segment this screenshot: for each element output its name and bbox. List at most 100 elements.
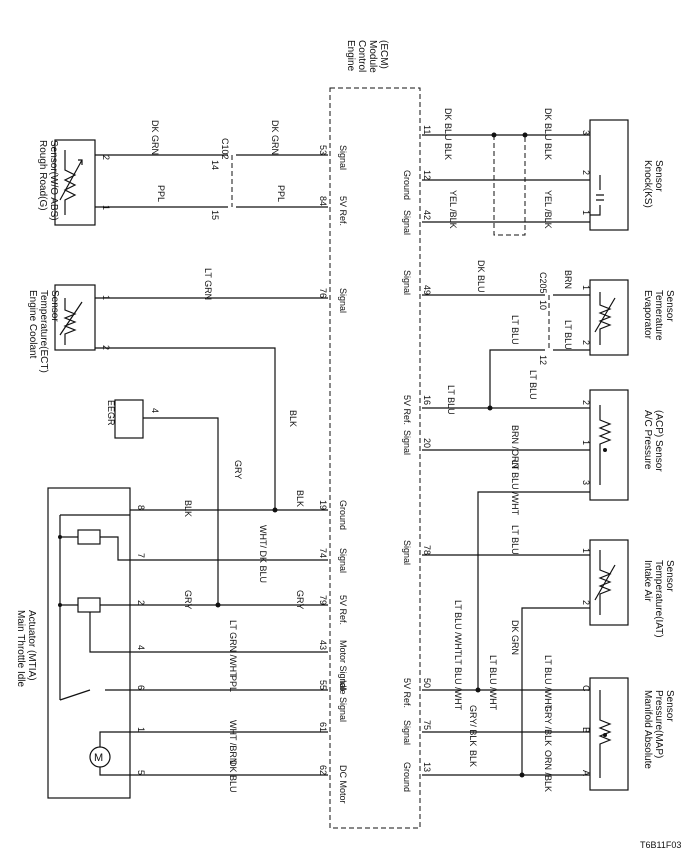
svg-text:61: 61 — [318, 722, 328, 732]
c102-pin-14: 14 — [210, 160, 220, 170]
svg-text:Signal: Signal — [402, 720, 412, 745]
wire-label-blk-8: BLK — [183, 500, 193, 517]
mtia-label-1: Main Throttle Idle — [15, 610, 26, 688]
mtia-pin-4: 4 — [136, 645, 146, 650]
wire-label-ltbluwht-4: LT BLU /WHT — [488, 655, 498, 711]
wire-label-blk-map: BLK — [468, 750, 478, 767]
map-label-3: Sensor — [664, 690, 675, 722]
svg-text:53: 53 — [318, 145, 328, 155]
svg-text:Signal: Signal — [338, 145, 348, 170]
wire-label-blk-2: BLK — [295, 490, 305, 507]
evap-label-2: Temerature — [653, 290, 664, 341]
ect-label-1: Engine Coolant — [27, 290, 38, 359]
wire-label-whtdkblu: WHT/ DK BLU — [258, 525, 268, 583]
iat-pin-1: 1 — [581, 548, 591, 553]
acp-pin-1: 1 — [581, 440, 591, 445]
rough-road-pin-2: 2 — [101, 155, 111, 160]
wire-label-grybk-2: GRY /BLK — [543, 705, 553, 746]
ecm-right-terminals: 11 12 Ground 42 Signal 49 Signal 16 5V R… — [402, 125, 432, 792]
wire-label-ornblk: ORN /BLK — [543, 750, 553, 792]
wire-label-ltblu-2: LT BLU — [563, 320, 573, 350]
acp-label-1: A/C Pressure — [642, 410, 653, 470]
knock-sensor: Knock(KS) Sensor 3 2 1 — [581, 119, 664, 231]
acp-label-2: (ACP) Sensor — [653, 410, 664, 472]
svg-text:12: 12 — [422, 170, 432, 180]
svg-text:11: 11 — [422, 125, 432, 134]
svg-text:(ECM): (ECM) — [378, 40, 389, 69]
ecm-label: Engine Control Module (ECM) — [345, 40, 389, 73]
wire-ltbluwht-acp — [477, 491, 590, 690]
svg-text:5V Ref.: 5V Ref. — [338, 196, 348, 226]
wire-label-dkgrn-iat: DK GRN — [510, 620, 520, 655]
evap-label-3: Sensor — [664, 290, 675, 322]
svg-text:Motor Signal: Motor Signal — [338, 640, 348, 691]
svg-text:Signal: Signal — [338, 288, 348, 313]
rough-road-sensor: Rough Road(G) Sensor(W/O ABS) 2 1 — [37, 139, 111, 226]
svg-text:49: 49 — [422, 285, 432, 295]
wire-label-dkblublk-2: DK BLU BLK — [543, 108, 553, 160]
svg-text:42: 42 — [422, 210, 432, 220]
mtia: Main Throttle Idle Actuator (MTIA) M 8 7… — [15, 487, 146, 799]
svg-text:Signal: Signal — [402, 210, 412, 235]
c102-pin-15: 15 — [210, 210, 220, 220]
acp-pin-2: 2 — [581, 400, 591, 405]
map-sensor: Manifold Absolute Pressure(MAP) Sensor C… — [581, 677, 675, 791]
svg-text:55: 55 — [318, 680, 328, 690]
svg-text:78: 78 — [422, 545, 432, 555]
ecm-left-terminals: 53 Signal 84 5V Ref. 76 Signal 19 Ground… — [318, 145, 348, 804]
svg-text:DC Motor: DC Motor — [338, 765, 348, 804]
mtia-label-2: Actuator (MTIA) — [26, 610, 37, 681]
svg-text:43: 43 — [318, 640, 328, 650]
wire-label-ltgrn: LT GRN — [203, 268, 213, 300]
wire-label-whtbrn: WHT /BRN — [228, 720, 238, 764]
svg-text:Control: Control — [356, 40, 367, 72]
wire-label-ltblu-4: LT BLU — [446, 385, 456, 415]
wire-label-gry-r: GRY — [295, 590, 305, 609]
evap-label-1: Evaporator — [642, 290, 653, 340]
wire-label-ltbluwht-1: LT BLU /WHT — [510, 460, 520, 516]
iat-label-3: Sensor — [664, 560, 675, 592]
c205-pin-10: 10 — [538, 300, 548, 310]
ect-label-2: Temperature(ECT) — [38, 290, 49, 373]
wire-label-yelblk-1: YEL /BLK — [448, 190, 458, 229]
map-label-2: Pressure(MAP) — [653, 690, 664, 758]
svg-text:Ground: Ground — [402, 170, 412, 200]
wire-label-ltbluwht-3: LT BLU /WHT — [453, 655, 463, 711]
svg-text:20: 20 — [422, 438, 432, 448]
c205-label: C205 — [538, 272, 548, 294]
wire-label-dkgrn-1: DK GRN — [150, 120, 160, 155]
map-pin-b: B — [581, 727, 591, 733]
wire-label-yelblk-2: YEL /BLK — [543, 190, 553, 229]
mtia-pin-6: 6 — [136, 685, 146, 690]
svg-text:Module: Module — [367, 40, 378, 73]
acp-pin-3: 3 — [581, 480, 591, 485]
svg-text:Ground: Ground — [338, 500, 348, 530]
knock-pin-3: 3 — [581, 130, 591, 135]
wire-label-brnorn: BRN /ORN — [510, 425, 520, 469]
mtia-pin-2: 2 — [136, 600, 146, 605]
wire-label-brn: BRN — [563, 270, 573, 289]
acp-sensor: A/C Pressure (ACP) Sensor 2 1 3 — [581, 389, 664, 501]
c102-label: C102 — [220, 138, 230, 160]
wire-label-grybk-1: GRY/ BLK — [468, 705, 478, 746]
shield-dash — [493, 135, 526, 236]
svg-text:84: 84 — [318, 196, 328, 206]
svg-text:Signal: Signal — [402, 540, 412, 565]
knock-label-1: Knock(KS) — [642, 160, 653, 208]
wire-label-ltblu-5: LT BLU — [510, 525, 520, 555]
wire-label-blk-1: BLK — [288, 410, 298, 427]
rough-road-label-2: Sensor(W/O ABS) — [48, 140, 59, 221]
mtia-pin-1: 1 — [136, 727, 146, 732]
wire-label-dkblu-evap: DK BLU — [476, 260, 486, 293]
eegr-label: EEGR — [106, 400, 116, 426]
wire-label-ppl-2: PPL — [276, 185, 286, 202]
evaporator-sensor: Evaporator Temerature Sensor 1 2 — [581, 279, 675, 356]
svg-text:19: 19 — [318, 500, 328, 510]
svg-text:Signal: Signal — [402, 430, 412, 455]
wire-label-gry-eegr: GRY — [233, 460, 243, 479]
mtia-pin-5: 5 — [136, 770, 146, 775]
wire-label-dkgrn-2: DK GRN — [270, 120, 280, 155]
evap-pin-1: 1 — [581, 285, 591, 290]
wire-label-ltgrnwht: LT GRN /WHT — [228, 620, 238, 678]
